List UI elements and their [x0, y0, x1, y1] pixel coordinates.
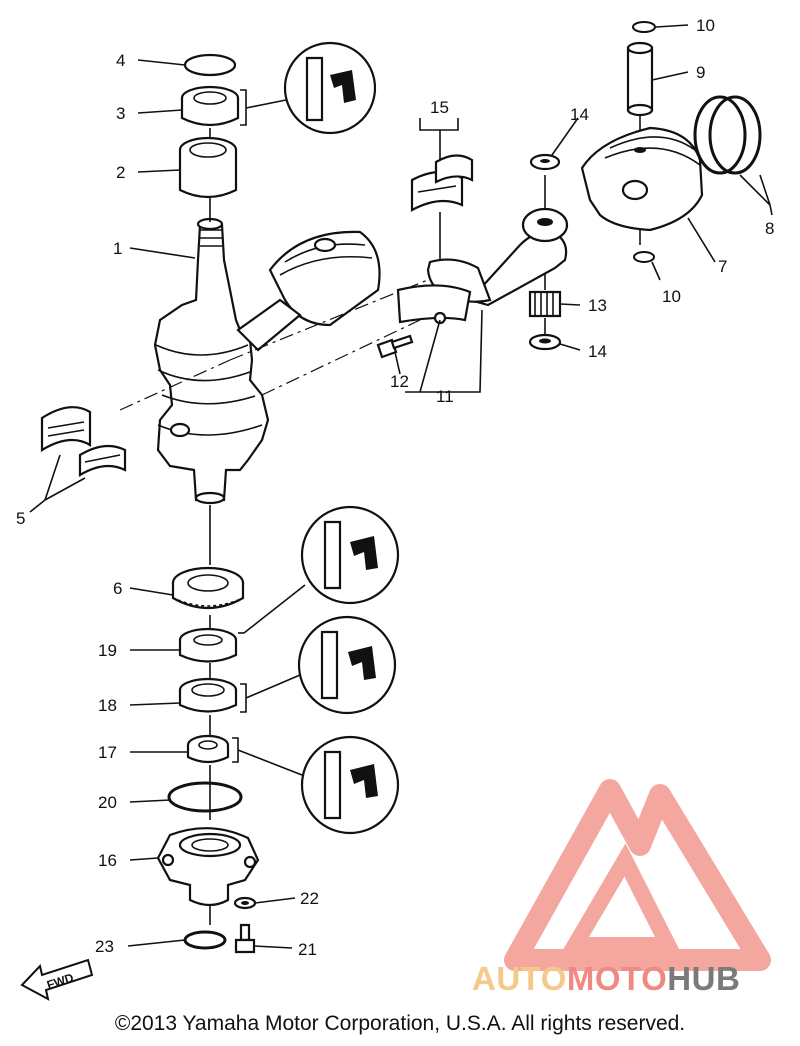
callout-23: 23	[95, 937, 114, 956]
callout-22: 22	[300, 889, 319, 908]
part-16-housing	[156, 827, 260, 907]
part-14-washer-top	[529, 153, 561, 171]
watermark-logo	[504, 779, 771, 971]
callout-7: 7	[718, 257, 727, 276]
callout-11: 11	[436, 387, 454, 406]
part-10-clip-top	[632, 21, 656, 33]
fwd-arrow-icon: FWD	[20, 958, 94, 1001]
watermark-text: AUTOMOTOHUB	[472, 960, 740, 998]
part-6-ball-bearing	[171, 566, 245, 609]
callout-8: 8	[765, 219, 774, 238]
crankshaft	[153, 217, 270, 505]
part-3-seal	[180, 85, 240, 127]
callout-12: 12	[390, 372, 409, 391]
watermark-hub: HUB	[667, 960, 741, 997]
callout-14-top: 14	[570, 105, 589, 124]
inset-seal-19	[300, 505, 400, 605]
watermark-moto: MOTO	[566, 960, 668, 997]
part-14-washer-bottom	[528, 333, 562, 351]
callout-14-bottom: 14	[588, 342, 607, 361]
part-7-piston	[580, 126, 704, 232]
callouts: 1 2 3 4 5 6 7 8 9 10 10 11 12 13 14 14 1…	[16, 16, 774, 959]
callout-17: 17	[98, 743, 117, 762]
part-5-bearing-halves	[40, 406, 127, 477]
centerlines	[119, 115, 641, 925]
part-13-needle-bearing	[528, 290, 562, 318]
callout-15: 15	[430, 98, 449, 117]
piston-assembled	[236, 230, 381, 352]
part-12-bolt	[376, 334, 414, 359]
part-20-o-ring	[167, 781, 243, 813]
part-22-washer	[233, 896, 257, 910]
callout-4: 4	[116, 51, 125, 70]
part-11-rod-cap	[396, 284, 472, 325]
inset-seal-18	[297, 615, 397, 715]
part-18-seal	[178, 677, 238, 713]
callout-20: 20	[98, 793, 117, 812]
part-17-seal	[186, 734, 230, 764]
callout-18: 18	[98, 696, 117, 715]
callout-1: 1	[113, 239, 122, 258]
part-2-bearing	[178, 136, 238, 199]
callout-9: 9	[696, 63, 705, 82]
leader-lines	[29, 24, 773, 949]
callout-13: 13	[588, 296, 607, 315]
copyright-notice: ©2013 Yamaha Motor Corporation, U.S.A. A…	[114, 1012, 686, 1035]
inset-seal-17	[300, 735, 400, 835]
part-4-disc	[183, 53, 237, 77]
part-23-o-ring	[183, 930, 227, 950]
callout-3: 3	[116, 104, 125, 123]
part-9-piston-pin	[626, 41, 654, 117]
watermark-auto: AUTO	[472, 960, 567, 997]
callout-19: 19	[98, 641, 117, 660]
brackets	[232, 89, 306, 776]
callout-21: 21	[298, 940, 317, 959]
callout-5: 5	[16, 509, 25, 528]
part-19-seal	[178, 627, 238, 663]
part-8-piston-rings	[693, 95, 762, 175]
part-21-bolt	[234, 923, 256, 954]
part-15-bearing-halves	[410, 154, 474, 212]
part-10-clip-bottom	[633, 251, 655, 263]
callout-10-bottom: 10	[662, 287, 681, 306]
callout-16: 16	[98, 851, 117, 870]
inset-seal-3	[283, 41, 377, 135]
callout-6: 6	[113, 579, 122, 598]
callout-10-top: 10	[696, 16, 715, 35]
callout-2: 2	[116, 163, 125, 182]
